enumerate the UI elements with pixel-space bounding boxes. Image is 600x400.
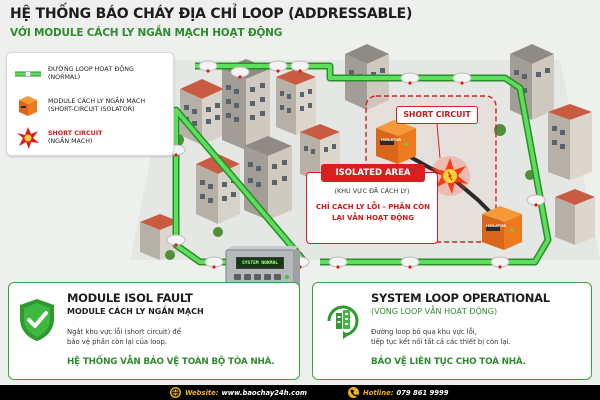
green-line-icon [13,62,43,86]
panel-right-body-2: tiếp tục kết nối tất cả các thiết bị còn… [371,338,511,346]
panel-right-subtitle: (VÒNG LOOP VẪN HOẠT ĐỘNG) [371,307,498,316]
legend: ĐƯỜNG LOOP HOẠT ĐỘNG (NORMAL) MODULE CÁC… [6,52,174,156]
isolator-tag-top: ISOLATOR [381,138,402,142]
building-loop-icon [323,301,363,345]
panel-right-body-1: Đường loop bỏ qua khu vực lỗi, [371,328,477,336]
isolated-area-callout: ISOLATED AREA (KHU VỰC ĐÃ CÁCH LY) CHỈ C… [306,164,438,244]
footer-bar: Website: www.baochay24h.com Hotline: 079… [0,385,600,400]
phone-icon [348,387,359,398]
legend-item-loop: ĐƯỜNG LOOP HOẠT ĐỘNG (NORMAL) [13,58,167,90]
page-subtitle: VỚI MODULE CÁCH LY NGẮN MẠCH HOẠT ĐỘNG [10,27,283,39]
panel-left-title: MODULE ISOL FAULT [67,291,193,305]
isolated-area-desc-1: CHỈ CÁCH LY LỖI – PHẦN CÒN [316,203,430,211]
globe-icon [170,387,181,398]
isolated-area-subtitle: (KHU VỰC ĐÃ CÁCH LY) [334,187,410,195]
panel-screen-text: SYSTEM NORMAL [236,257,284,269]
orange-module-icon [13,94,43,118]
isolated-area-title: ISOLATED AREA [321,164,425,182]
isolator-module-bottom [482,206,522,250]
legend-isolator-label: MODULE CÁCH LY NGẮN MẠCH [48,97,146,105]
legend-isolator-en: (SHORT-CIRCUIT ISOLATOR) [48,106,135,113]
panel-right-title: SYSTEM LOOP OPERATIONAL [371,291,550,305]
isolator-module-top [376,120,416,164]
panel-left-body-1: Ngắt khu vực lỗi (short circuit) để [67,328,181,336]
footer-website-link[interactable]: www.baochay24h.com [221,388,307,397]
legend-item-isolator: MODULE CÁCH LY NGẮN MẠCH (SHORT-CIRCUIT … [13,90,167,122]
panel-system-loop-operational: SYSTEM LOOP OPERATIONAL (VÒNG LOOP VẪN H… [312,282,592,380]
footer-hotline-number[interactable]: 079 861 9999 [396,388,449,397]
page-title: HỆ THỐNG BÁO CHÁY ĐỊA CHỈ LOOP (ADDRESSA… [10,6,413,22]
panel-left-subtitle: MODULE CÁCH LY NGẮN MẠCH [67,307,204,316]
shield-check-icon [17,297,57,347]
panel-right-footer: BẢO VỆ LIÊN TỤC CHO TOÀ NHÀ. [371,357,526,367]
short-circuit-callout: SHORT CIRCUIT [396,106,478,124]
isolator-tag-bottom: ISOLATOR [486,224,507,228]
header: HỆ THỐNG BÁO CHÁY ĐỊA CHỈ LOOP (ADDRESSA… [10,6,413,39]
footer-hotline: Hotline: 079 861 9999 [348,385,448,400]
legend-loop-label: ĐƯỜNG LOOP HOẠT ĐỘNG [48,65,134,73]
legend-short-vi: (NGẮN MẠCH) [48,138,93,145]
legend-item-short: SHORT CIRCUIT (NGẮN MẠCH) [13,122,167,154]
red-spark-icon [13,126,43,150]
isolated-area-desc-2: LẠI VẪN HOẠT ĐỘNG [332,214,414,222]
panel-left-body-2: bảo vệ phần còn lại của loop. [67,338,167,346]
panel-left-footer: HỆ THỐNG VẪN BẢO VỆ TOÀN BỘ TÒA NHÀ. [67,357,275,367]
footer-website: Website: www.baochay24h.com [170,385,307,400]
smoke-detectors [166,60,546,269]
legend-short-label: SHORT CIRCUIT [48,129,103,137]
footer-hotline-label: Hotline: [363,388,394,397]
panel-module-isol-fault: MODULE ISOL FAULT MODULE CÁCH LY NGẮN MẠ… [8,282,300,380]
legend-loop-en: (NORMAL) [48,74,81,81]
footer-website-label: Website: [185,388,219,397]
short-circuit-spark-icon [430,156,470,196]
